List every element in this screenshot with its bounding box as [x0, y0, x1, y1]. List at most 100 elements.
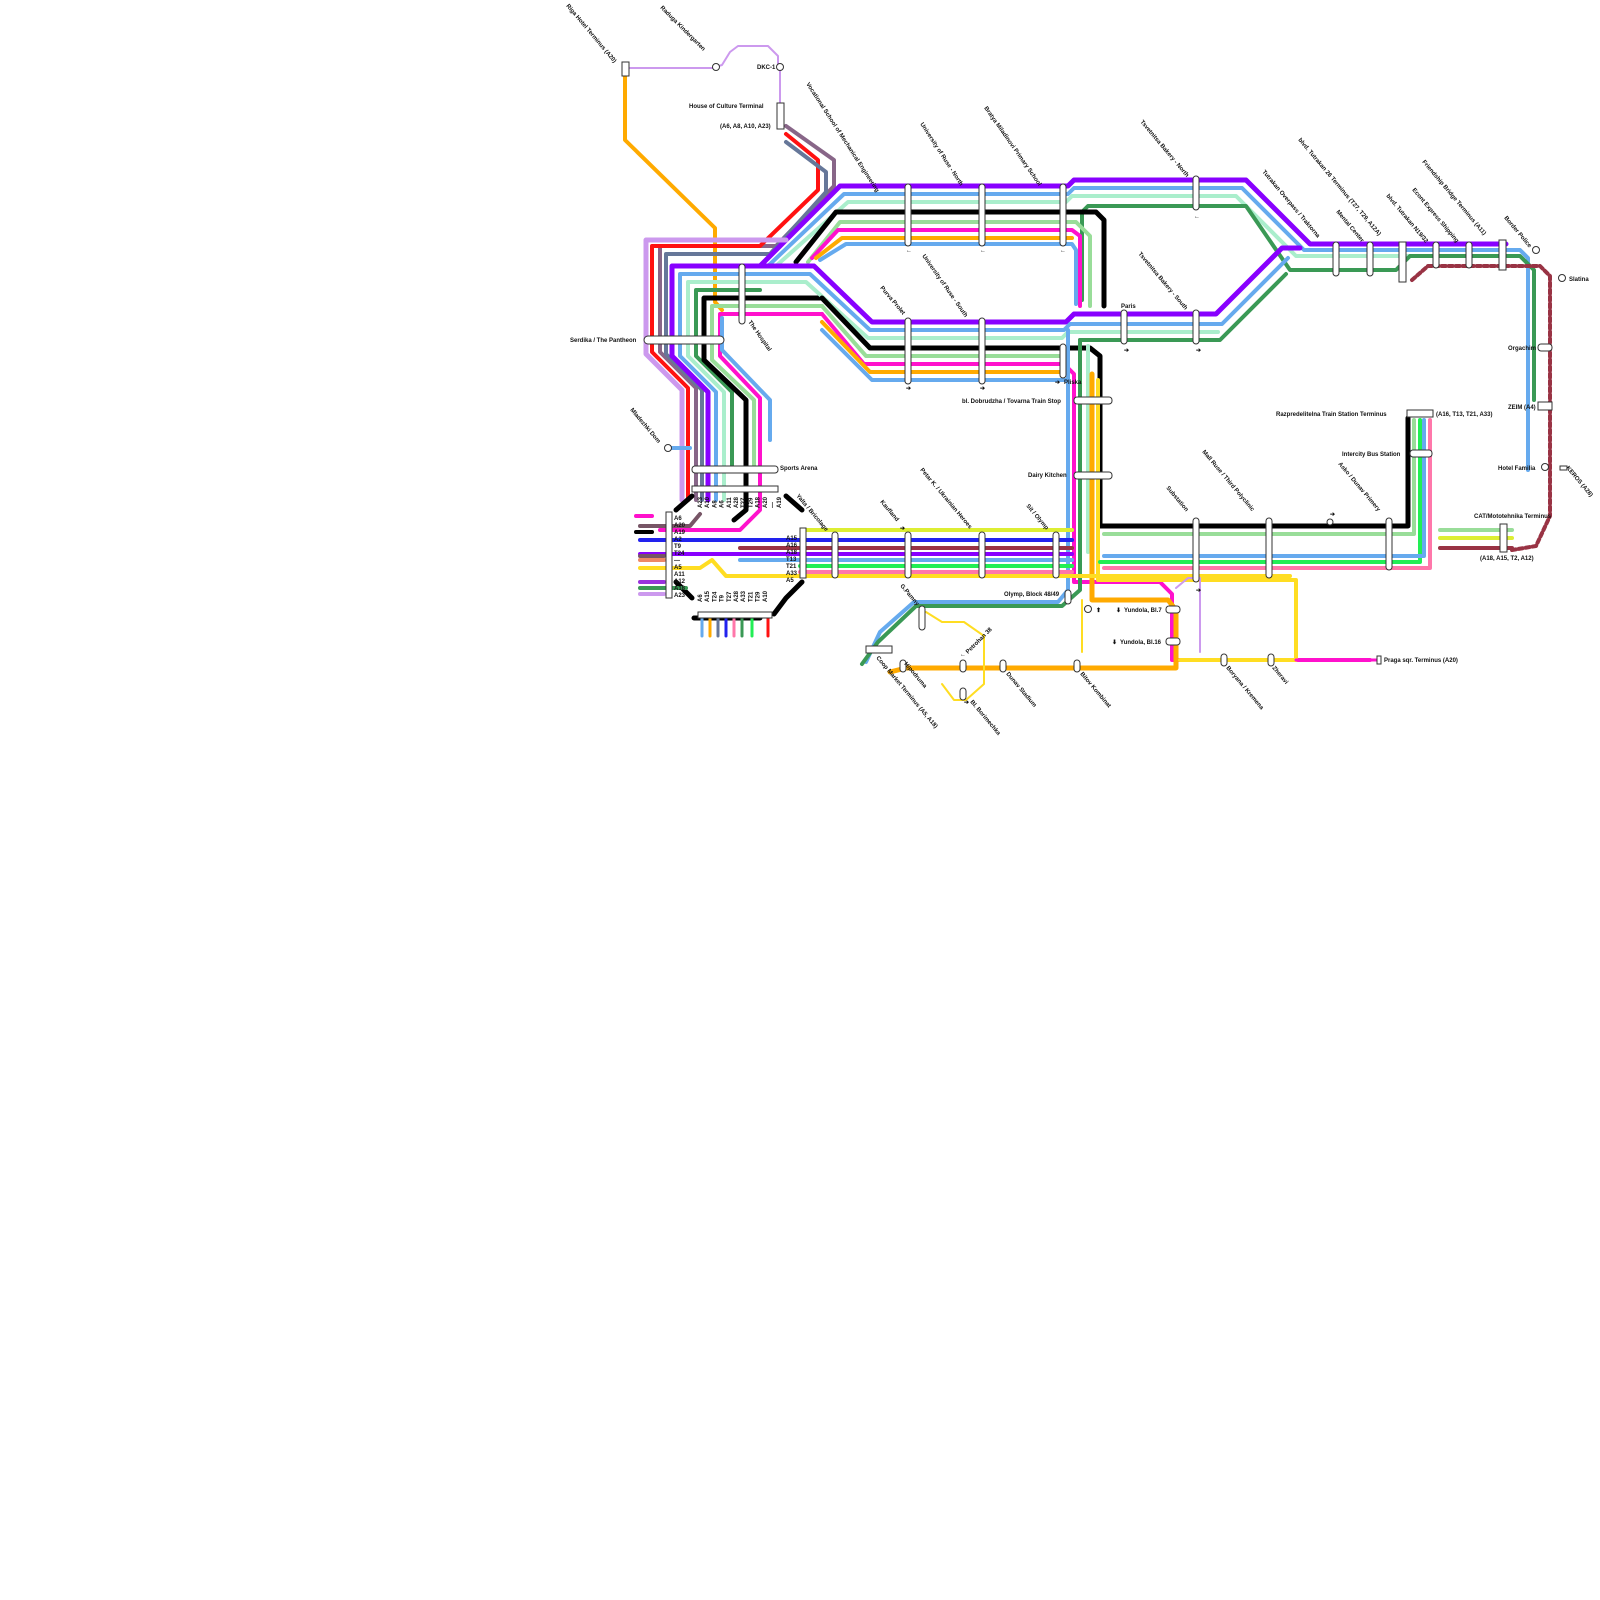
junction-route-label-top-0: A23: [698, 496, 704, 508]
station-marker-bvd-tutrakan-n[interactable]: [1433, 242, 1439, 268]
junction-route-label-left-10: A18: [674, 586, 686, 592]
station-marker-econt[interactable]: [1466, 242, 1472, 268]
station-marker-sit-olymp[interactable]: [1053, 532, 1059, 578]
station-marker-praga[interactable]: [1377, 656, 1381, 664]
station-marker-petar-k[interactable]: [979, 532, 985, 578]
junction-route-label-top-1: A10: [705, 496, 711, 508]
station-marker-vocational[interactable]: [905, 184, 911, 246]
label-praga: Praga sqr. Terminus (A20): [1384, 658, 1458, 664]
label-mladezhki: Mladezhki Dom: [628, 407, 661, 444]
station-marker-dairy-kitchen[interactable]: [1074, 472, 1112, 479]
arrow-asko: ➔: [1330, 512, 1335, 518]
station-marker-bvd-tutrakan-26[interactable]: [1399, 242, 1406, 282]
label-tsvetnitsa-north: Tsvetnitsa Bakery - North: [1138, 119, 1189, 178]
station-marker-sports-arena[interactable]: [692, 466, 778, 473]
label-bratya: Bratya Miladinovi Primary School: [982, 106, 1042, 188]
station-marker-univ-north[interactable]: [979, 184, 985, 246]
station-marker-boryana[interactable]: [1221, 654, 1227, 666]
station-marker-yalta[interactable]: [832, 532, 838, 578]
station-marker-bl-borimechka[interactable]: [960, 688, 966, 700]
junction-route-label-right-3: T13: [786, 557, 797, 563]
arrow-north-3: ←: [1060, 248, 1066, 254]
station-marker-riga-hotel[interactable]: [622, 62, 629, 76]
junction-route-label-top-5: A28: [734, 496, 740, 508]
station-marker-razpredelitelna[interactable]: [1407, 410, 1433, 417]
station-marker-mental-center[interactable]: [1367, 242, 1373, 276]
station-marker-zeim[interactable]: [1538, 402, 1552, 410]
station-marker-mall-ruse[interactable]: [1266, 518, 1272, 578]
label-yundola-16-arrow: ⬇: [1112, 639, 1117, 646]
label-zeim: ZEIM (A4): [1508, 405, 1536, 411]
station-marker-friendship[interactable]: [1499, 240, 1506, 270]
junction-route-label-top-2: A8: [712, 500, 718, 508]
station-marker-slatina[interactable]: [1559, 275, 1566, 282]
station-marker-kaufland[interactable]: [905, 532, 911, 578]
label-sports-arena: Sports Arena: [780, 466, 818, 472]
label-riga-hotel: Riga Hotel Terminus (A20): [564, 3, 617, 64]
label-house-culture: House of Culture Terminal: [689, 104, 764, 110]
station-marker-dobrudzha[interactable]: [1074, 397, 1112, 404]
station-marker-asko[interactable]: [1386, 518, 1392, 570]
station-marker-mladezhki[interactable]: [665, 445, 672, 452]
label-razpredelitelna-routes: (A16, T13, T21, A33): [1436, 412, 1492, 418]
label-intercity: Intercity Bus Station: [1342, 452, 1401, 458]
junction-route-label-right-1: A16: [786, 543, 798, 549]
junction-route-label-left-7: A5: [674, 565, 682, 571]
label-dkc1: DKC-1: [757, 65, 776, 71]
station-marker-univ-south[interactable]: [979, 318, 985, 384]
junction-route-labels-right: A15A16A18T13T21A33A5: [786, 536, 798, 584]
label-petar-k: Petar K. / Ukrainian Heroes: [918, 467, 973, 530]
station-marker-serdika[interactable]: [644, 336, 724, 344]
junction-route-label-right-4: T21: [786, 564, 797, 570]
label-substation: Substation: [1164, 485, 1189, 513]
junction-route-label-top-4: A11: [727, 497, 733, 508]
station-marker-house-culture[interactable]: [777, 103, 784, 129]
station-marker-hotel-familia[interactable]: [1542, 464, 1549, 471]
station-marker-cat[interactable]: [1500, 524, 1507, 552]
station-marker-border-police[interactable]: [1533, 247, 1540, 254]
label-boryana: Boryana / Kremena: [1224, 665, 1264, 711]
station-marker-yundola-up[interactable]: [1085, 606, 1092, 613]
junction-route-label-left-8: A11: [674, 572, 685, 578]
station-marker-g-pamny[interactable]: [919, 606, 925, 630]
station-marker-yundola-16[interactable]: [1166, 638, 1180, 645]
route-north-magenta: [812, 230, 1080, 306]
station-marker-petrohan[interactable]: [960, 660, 966, 672]
station-marker-orgachim[interactable]: [1538, 344, 1552, 351]
station-marker-olymp-block[interactable]: [1065, 590, 1071, 604]
label-raduga: Raduga Kindergarten: [659, 5, 707, 53]
station-marker-purva-prolet[interactable]: [905, 318, 911, 384]
station-marker-tsvetnitsa-north[interactable]: [1193, 176, 1199, 210]
label-tsvetnitsa-south: Tsvetnitsa Bakery - South: [1136, 251, 1188, 311]
station-marker-zheravi[interactable]: [1268, 654, 1274, 666]
junction-route-label-right-2: A18: [786, 550, 798, 556]
label-keros: KEROS (A28): [1564, 465, 1593, 498]
station-marker-asko-dot[interactable]: [1327, 519, 1333, 525]
label-purva-prolet: Purva Prolet: [878, 285, 905, 316]
station-marker-intercity[interactable]: [1410, 450, 1432, 457]
station-marker-tsvetnitsa-south[interactable]: [1193, 310, 1199, 344]
label-cat: CAT/Mototehnika Terminus: [1474, 514, 1552, 520]
arrow-north-4: ←: [1194, 214, 1200, 220]
route-east-lightgreen: [1104, 420, 1414, 534]
station-marker-bratya[interactable]: [1060, 184, 1066, 246]
station-marker-yundola-7[interactable]: [1166, 606, 1180, 613]
station-marker-coop-market[interactable]: [866, 646, 892, 653]
label-dunav-stadium: Dunav Stadium: [1004, 671, 1037, 708]
station-marker-paris[interactable]: [1121, 310, 1127, 344]
station-marker-bitov-kombinat[interactable]: [1074, 660, 1080, 672]
station-marker-pliska[interactable]: [1060, 344, 1066, 378]
station-marker-raduga[interactable]: [713, 64, 720, 71]
junction-route-label-bottom-6: A33: [741, 590, 747, 602]
junction-route-label-left-2: A19: [674, 530, 686, 536]
station-marker-dkc1[interactable]: [777, 64, 784, 71]
station-marker-substation[interactable]: [1193, 518, 1199, 582]
station-marker-tutrakan-overpass[interactable]: [1333, 242, 1339, 276]
junction-route-labels-left: A6A20A19A2T9T24—A5A11A12A18A23: [674, 516, 686, 599]
route-east-green: [1100, 420, 1420, 562]
junction-route-label-top-3: A6: [720, 500, 726, 508]
station-marker-dunav-stadium[interactable]: [1000, 660, 1006, 672]
station-marker-hospital[interactable]: [739, 264, 745, 324]
